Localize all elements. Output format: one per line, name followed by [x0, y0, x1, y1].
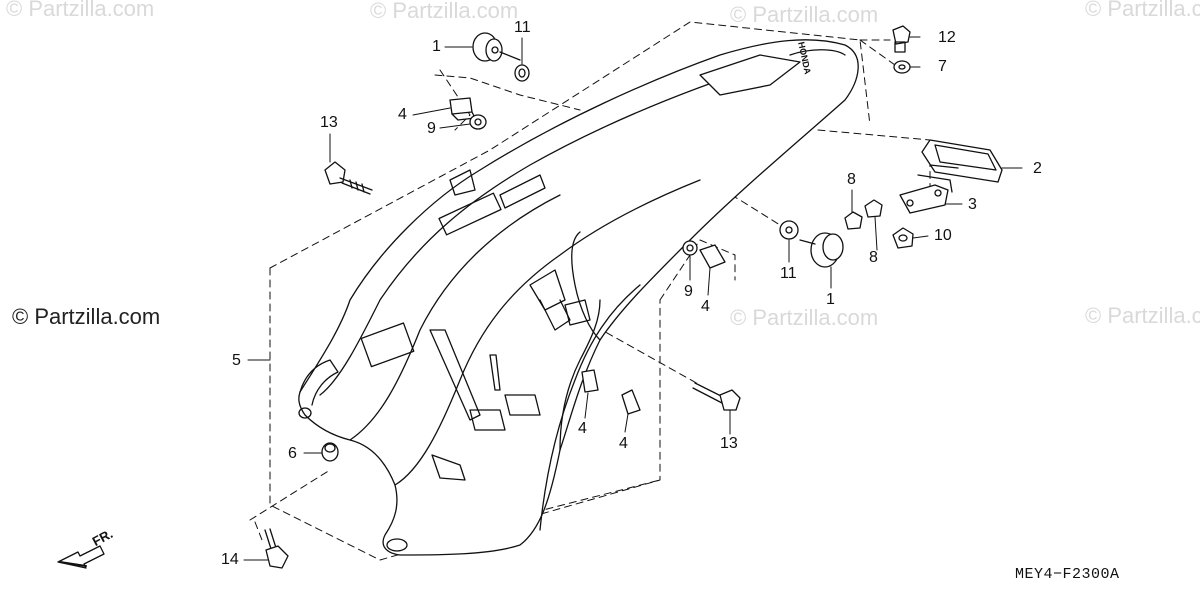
watermark-top-right: © Partzilla.com: [730, 2, 879, 27]
callout-9-top: 9: [427, 120, 436, 137]
washer-top: [514, 64, 530, 82]
callout-4-bottom-b: 4: [619, 435, 628, 452]
watermark-top-center: © Partzilla.com: [370, 0, 519, 23]
washer-lower: [779, 220, 799, 240]
grommet-small: [321, 442, 339, 462]
callout-7: 7: [938, 58, 947, 75]
callout-14: 14: [221, 551, 239, 568]
grommet-top: [472, 32, 521, 62]
callout-5: 5: [232, 352, 241, 369]
grommet-lower: [799, 232, 844, 268]
callout-13-top: 13: [320, 114, 338, 131]
callout-12: 12: [938, 29, 956, 46]
watermark-mid-right: © Partzilla.com: [730, 305, 879, 330]
callout-11-top: 11: [514, 19, 531, 36]
bracket: [899, 174, 953, 214]
bolt-upper-left: [324, 161, 373, 195]
callout-13-lower: 13: [720, 435, 738, 452]
callout-3: 3: [968, 196, 977, 213]
rear-fender: [298, 39, 859, 556]
callout-8-lower: 8: [869, 249, 878, 266]
callout-1-top: 1: [432, 38, 441, 55]
callout-4-top: 4: [398, 106, 407, 123]
nut-8b: [864, 199, 883, 218]
callout-2: 2: [1033, 160, 1042, 177]
flange-nut: [892, 227, 914, 249]
nut-8a: [844, 211, 863, 230]
watermark-left-primary: © Partzilla.com: [12, 304, 161, 329]
nut-mid: [682, 240, 698, 256]
bolt-bottom: [264, 528, 289, 569]
callout-8-upper: 8: [847, 171, 856, 188]
leader-lines: [243, 36, 1023, 561]
washer-right: [893, 60, 911, 74]
clip-bottom-b: [621, 389, 641, 415]
callout-9-mid: 9: [684, 283, 693, 300]
front-direction-arrow: [57, 545, 105, 569]
bolt-lower-right: [692, 382, 741, 411]
clip-mid: [699, 244, 726, 269]
reflector-lamp: [921, 139, 1003, 183]
diagram-reference-code: MEY4−F2300A: [1015, 566, 1120, 583]
clip-top: [449, 97, 476, 121]
callout-4-bottom-a: 4: [578, 420, 587, 437]
watermark-right-edge: © Partzilla.com: [1085, 303, 1200, 328]
watermark-top-far-right: © Partzilla.com: [1085, 0, 1200, 21]
callout-10: 10: [934, 227, 952, 244]
callout-4-mid: 4: [701, 298, 710, 315]
nut-top: [469, 114, 487, 130]
clip-bottom-a: [581, 369, 599, 393]
callout-11-lower: 11: [780, 265, 797, 282]
watermark-top-left: © Partzilla.com: [6, 0, 155, 21]
bolt-top-right: [892, 25, 911, 53]
callout-1-lower: 1: [826, 291, 835, 308]
callout-6: 6: [288, 445, 297, 462]
